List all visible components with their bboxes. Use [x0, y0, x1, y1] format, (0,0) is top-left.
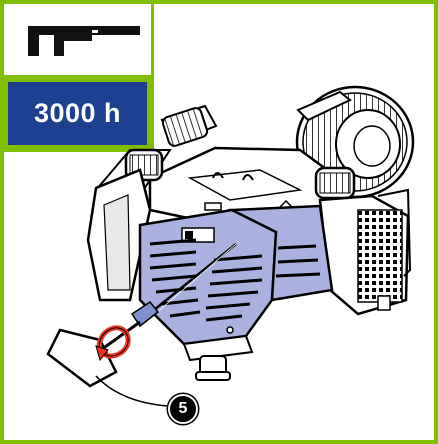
callout-leader	[95, 375, 169, 407]
caliper-icon	[28, 26, 140, 56]
base	[182, 334, 254, 381]
front-cover	[138, 204, 334, 346]
tool-box	[4, 4, 154, 78]
callout-badge: 5	[168, 394, 198, 424]
interval-box: 3000 h	[4, 78, 154, 152]
rotate-arrow-icon	[95, 325, 131, 362]
interval-label: 3000 h	[33, 98, 122, 128]
interval-badge: 3000 h	[8, 82, 147, 145]
callout-number: 5	[178, 400, 188, 417]
louvers	[149, 238, 321, 322]
left-cylinder	[86, 148, 164, 302]
